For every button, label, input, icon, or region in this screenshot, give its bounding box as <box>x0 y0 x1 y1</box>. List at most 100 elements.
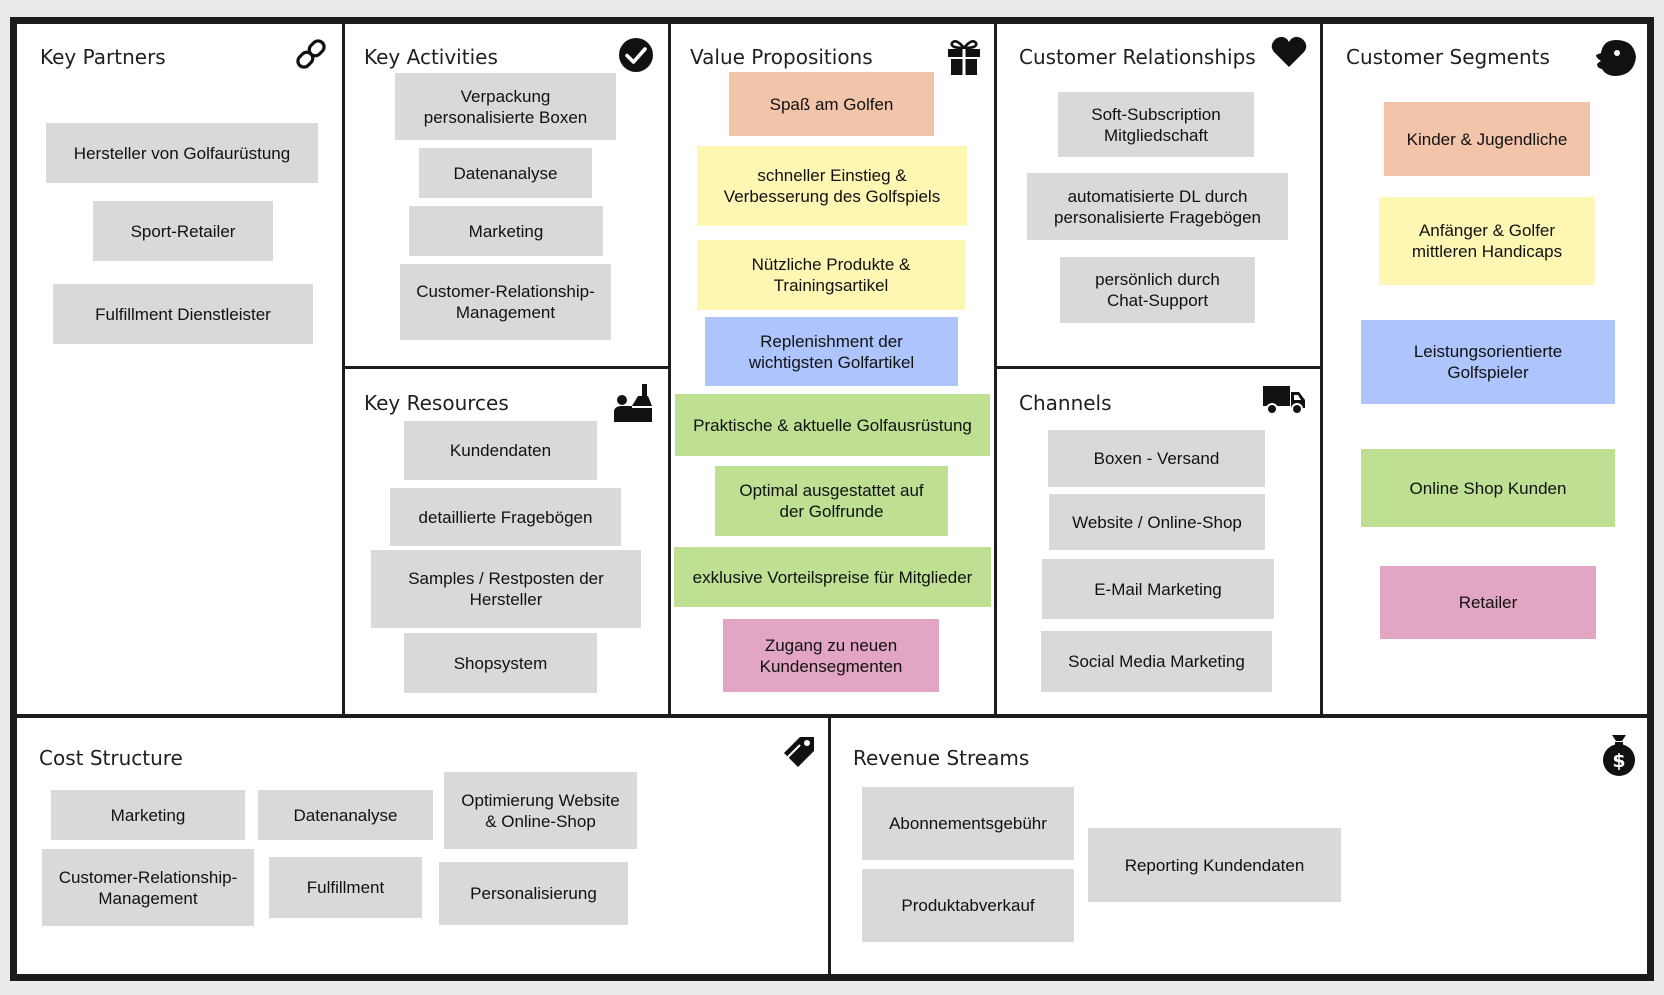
note-label: Social Media Marketing <box>1068 652 1245 671</box>
note-label: Kundendaten <box>449 441 552 460</box>
key-activities-note[interactable]: Marketing <box>409 206 603 256</box>
note-label: Optimal ausgestattet auf der Golfrunde <box>739 481 924 521</box>
customer-relationships-note[interactable]: persönlich durch Chat-Support <box>1060 257 1255 323</box>
key-resources-note[interactable]: Samples / Restposten der Hersteller <box>371 550 641 628</box>
svg-text:$: $ <box>1612 750 1625 772</box>
heart-icon <box>1271 36 1307 68</box>
note-label: Optimierung Website & Online-Shop <box>461 790 620 831</box>
note-label: Nützliche Produkte & Trainingsartikel <box>751 255 911 295</box>
key-activities-note[interactable]: Customer-Relationship- Management <box>400 264 611 340</box>
note-label: Zugang zu neuen Kundensegmenten <box>759 635 903 676</box>
note-label: Datenanalyse <box>453 163 558 183</box>
revenue-streams-note[interactable]: Produktabverkauf <box>862 869 1074 942</box>
divider-bottom-section <box>10 714 1654 718</box>
revenue-streams-title: Revenue Streams <box>853 746 1030 770</box>
divider-activities-resources <box>342 366 671 369</box>
gift-icon <box>946 38 982 76</box>
note-label: exklusive Vorteilspreise für Mitglieder <box>692 567 973 587</box>
channels-note[interactable]: Website / Online-Shop <box>1049 494 1265 550</box>
note-label: Customer-Relationship- Management <box>416 282 595 322</box>
revenue-streams-note[interactable]: Abonnementsgebühr <box>862 787 1074 860</box>
key-resources-note[interactable]: detaillierte Fragebögen <box>390 488 621 546</box>
money-bag-icon: $ <box>1601 733 1637 777</box>
key-activities-title: Key Activities <box>364 45 498 69</box>
value-propositions-note[interactable]: schneller Einstieg & Verbesserung des Go… <box>697 146 967 226</box>
note-label: Boxen - Versand <box>1093 449 1220 468</box>
factory-worker-icon <box>612 382 654 424</box>
note-label: Verpackung personalisierte Boxen <box>423 86 588 127</box>
key-resources-note[interactable]: Shopsystem <box>404 633 597 693</box>
note-label: Kinder & Jugendliche <box>1406 129 1568 149</box>
key-resources-note[interactable]: Kundendaten <box>404 421 597 480</box>
note-label: Fulfillment <box>306 878 385 897</box>
key-resources-title: Key Resources <box>364 391 509 415</box>
cost-structure-note[interactable]: Marketing <box>51 790 245 840</box>
customer-segments-note[interactable]: Retailer <box>1380 566 1596 639</box>
key-partners-note[interactable]: Hersteller von Golfaurüstung <box>46 123 318 183</box>
value-propositions-note[interactable]: Spaß am Golfen <box>729 72 934 136</box>
cost-structure-note[interactable]: Customer-Relationship- Management <box>42 849 254 926</box>
price-tag-icon <box>780 733 818 771</box>
note-label: Anfänger & Golfer mittleren Handicaps <box>1411 221 1563 261</box>
customer-segments-title: Customer Segments <box>1346 45 1550 69</box>
customer-relationships-title: Customer Relationships <box>1019 45 1256 69</box>
channels-note[interactable]: Boxen - Versand <box>1048 430 1265 487</box>
note-label: Personalisierung <box>470 884 597 903</box>
cost-structure-note[interactable]: Optimierung Website & Online-Shop <box>444 772 637 849</box>
link-icon <box>293 36 329 72</box>
channels-title: Channels <box>1019 391 1112 415</box>
divider-relationships-channels <box>994 366 1323 369</box>
note-label: Samples / Restposten der Hersteller <box>408 569 604 609</box>
note-label: Retailer <box>1458 593 1518 612</box>
note-label: Fulfillment Dienstleister <box>95 304 271 324</box>
cost-structure-title: Cost Structure <box>39 746 183 770</box>
customer-segments-note[interactable]: Leistungsorientierte Golfspieler <box>1361 320 1615 404</box>
customer-segments-note[interactable]: Kinder & Jugendliche <box>1384 102 1590 176</box>
value-propositions-note[interactable]: Zugang zu neuen Kundensegmenten <box>723 619 939 692</box>
value-propositions-note[interactable]: Optimal ausgestattet auf der Golfrunde <box>715 466 948 536</box>
value-propositions-note[interactable]: Nützliche Produkte & Trainingsartikel <box>697 240 965 310</box>
value-propositions-note[interactable]: Replenishment der wichtigsten Golfartike… <box>705 317 958 386</box>
cost-structure-note[interactable]: Fulfillment <box>269 857 422 918</box>
note-label: Replenishment der wichtigsten Golfartike… <box>748 331 915 372</box>
key-partners-note[interactable]: Sport-Retailer <box>93 201 273 261</box>
cost-structure-note[interactable]: Datenanalyse <box>258 790 433 840</box>
divider-cost-revenue <box>828 716 831 979</box>
key-partners-note[interactable]: Fulfillment Dienstleister <box>53 284 313 344</box>
channels-note[interactable]: Social Media Marketing <box>1041 631 1272 692</box>
key-partners-title: Key Partners <box>40 45 166 69</box>
value-propositions-note[interactable]: exklusive Vorteilspreise für Mitglieder <box>674 547 991 607</box>
note-label: Sport-Retailer <box>130 221 236 241</box>
note-label: Marketing <box>468 221 544 241</box>
note-label: Customer-Relationship- Management <box>58 867 238 908</box>
value-propositions-note[interactable]: Praktische & aktuelle Golfausrüstung <box>675 394 990 456</box>
note-label: E-Mail Marketing <box>1094 579 1222 599</box>
note-label: Leistungsorientierte Golfspieler <box>1413 342 1563 382</box>
customer-segments-note[interactable]: Online Shop Kunden <box>1361 449 1615 527</box>
revenue-streams-note[interactable]: Reporting Kundendaten <box>1088 828 1341 902</box>
note-label: Praktische & aktuelle Golfausrüstung <box>693 415 972 435</box>
face-icon <box>1594 38 1638 78</box>
note-label: automatisierte DL durch personalisierte … <box>1054 186 1261 227</box>
note-label: persönlich durch Chat-Support <box>1095 270 1220 310</box>
note-label: Produktabverkauf <box>901 896 1035 915</box>
note-label: detaillierte Fragebögen <box>418 507 593 527</box>
customer-segments-note[interactable]: Anfänger & Golfer mittleren Handicaps <box>1379 197 1595 285</box>
note-label: Marketing <box>110 805 186 825</box>
note-label: Abonnementsgebühr <box>889 814 1047 833</box>
note-label: Datenanalyse <box>293 805 398 825</box>
cost-structure-note[interactable]: Personalisierung <box>439 862 628 925</box>
note-label: Shopsystem <box>453 653 548 673</box>
note-label: schneller Einstieg & Verbesserung des Go… <box>723 166 941 206</box>
key-activities-note[interactable]: Datenanalyse <box>419 148 592 198</box>
key-activities-note[interactable]: Verpackung personalisierte Boxen <box>395 73 616 140</box>
note-label: Online Shop Kunden <box>1409 478 1567 498</box>
customer-relationships-note[interactable]: Soft-Subscription Mitgliedschaft <box>1058 92 1254 157</box>
note-label: Reporting Kundendaten <box>1124 855 1305 875</box>
customer-relationships-note[interactable]: automatisierte DL durch personalisierte … <box>1027 173 1288 240</box>
note-label: Hersteller von Golfaurüstung <box>73 143 291 163</box>
checkmark-icon <box>618 37 654 73</box>
channels-note[interactable]: E-Mail Marketing <box>1042 559 1274 619</box>
note-label: Website / Online-Shop <box>1072 512 1242 532</box>
